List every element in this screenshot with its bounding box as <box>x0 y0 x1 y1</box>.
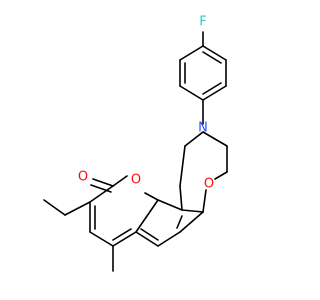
double-bond-inner <box>140 228 159 241</box>
atom-o-carbonyl: O <box>78 170 88 185</box>
oxygen-pyranone-label: O <box>131 173 141 188</box>
oxygen-oxazine-label: O <box>204 177 214 192</box>
bond <box>179 145 186 187</box>
bond <box>112 231 137 247</box>
bond-c-o <box>144 192 159 201</box>
bond-c-o-carbonyl <box>92 178 114 187</box>
nitrogen-label: N <box>198 121 208 136</box>
bond <box>179 45 204 61</box>
bond <box>135 231 159 247</box>
atom-o-oxazine: O <box>204 177 214 192</box>
oxazine-ring <box>179 131 228 213</box>
bond-o-c <box>202 189 207 213</box>
bond <box>202 45 227 61</box>
bond <box>89 231 114 247</box>
bond <box>157 231 181 247</box>
bond-c-o <box>214 171 228 180</box>
bond <box>135 199 159 233</box>
pyranone-ring <box>89 175 159 247</box>
bond <box>179 185 183 211</box>
bond-ethyl-terminal <box>43 199 66 216</box>
atom-o-pyranone: O <box>131 173 141 188</box>
bond <box>202 85 227 101</box>
fluorophenyl-ring <box>179 45 227 101</box>
double-bond-inner <box>202 82 222 95</box>
bond-o-c <box>112 175 128 187</box>
bond-c-o-carbonyl-double <box>90 184 112 193</box>
oxygen-carbonyl-label: O <box>78 170 88 185</box>
double-bond-inner <box>112 228 132 241</box>
bond <box>202 131 228 147</box>
bond <box>157 199 183 211</box>
bond <box>179 85 204 101</box>
atom-n: N <box>198 121 208 136</box>
atom-f: F <box>199 15 206 30</box>
benzene-ring <box>135 199 204 247</box>
double-bond-inner <box>202 51 222 64</box>
fluorine-label: F <box>199 15 206 30</box>
bond <box>184 131 204 147</box>
bond <box>181 209 204 213</box>
double-bond-inner <box>176 215 183 229</box>
molecule-diagram: F N O O O <box>43 15 228 272</box>
bond-ethyl <box>64 201 91 216</box>
bond <box>89 185 114 203</box>
bond <box>179 211 204 233</box>
